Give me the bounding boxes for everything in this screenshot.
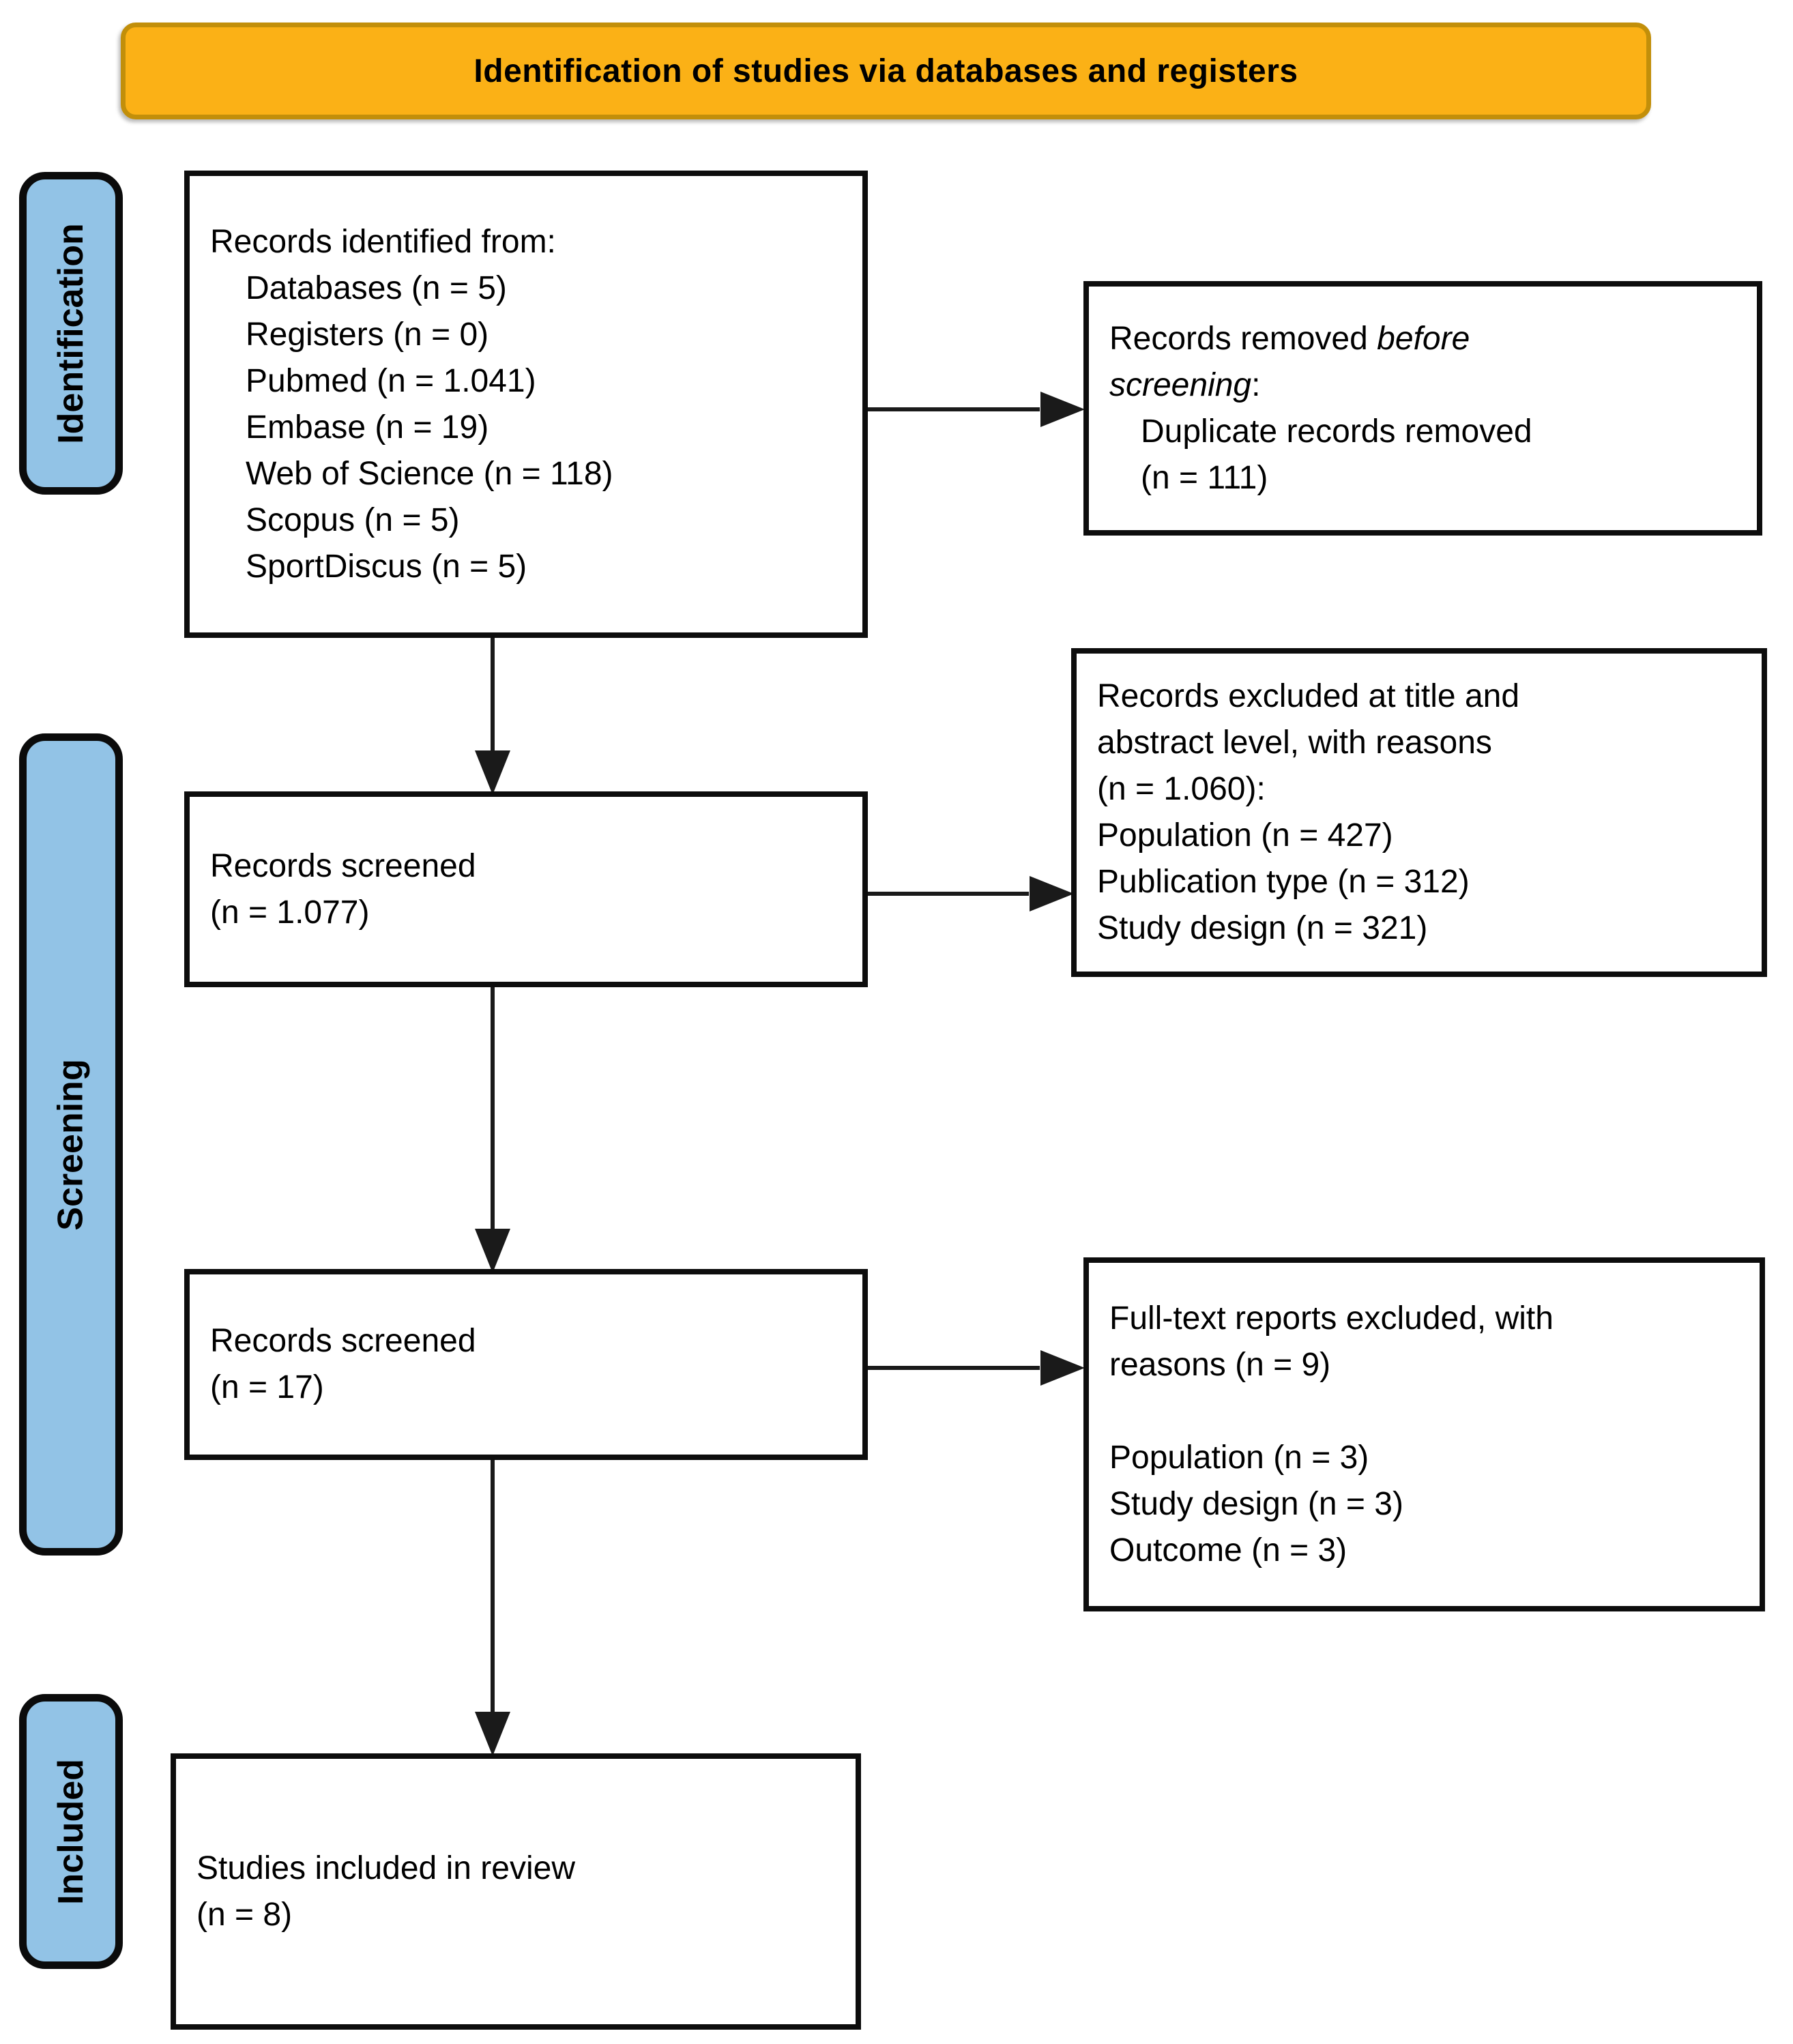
records-screened-2-line: Records screened xyxy=(210,1323,476,1359)
node-fulltext-excluded: Full-text reports excluded, with reasons… xyxy=(1083,1257,1765,1611)
arrow-screened-to-excluded xyxy=(868,876,1074,911)
arrow-identified-to-removed xyxy=(868,392,1085,427)
fulltext-excluded-reason: Population (n = 3) xyxy=(1109,1439,1369,1476)
fulltext-excluded-reason: Outcome (n = 3) xyxy=(1109,1532,1347,1568)
records-screened-2-count: (n = 17) xyxy=(210,1369,324,1405)
stage-label-screening: Screening xyxy=(19,733,123,1556)
fulltext-excluded-count: reasons (n = 9) xyxy=(1109,1346,1331,1383)
records-identified-item: Embase (n = 19) xyxy=(246,409,489,446)
records-removed-italic: before xyxy=(1377,320,1470,357)
records-identified-title: Records identified from: xyxy=(210,223,556,260)
header-banner: Identification of studies via databases … xyxy=(121,23,1651,119)
records-identified-item: Registers (n = 0) xyxy=(246,316,489,353)
arrow-screened-to-fulltext xyxy=(475,987,510,1273)
records-excluded-line: abstract level, with reasons xyxy=(1097,725,1492,761)
stage-label-identification-text: Identification xyxy=(51,222,91,444)
records-excluded-reason: Publication type (n = 312) xyxy=(1097,864,1470,900)
node-records-screened-1: Records screened (n = 1.077) xyxy=(184,791,868,987)
node-records-excluded: Records excluded at title and abstract l… xyxy=(1071,648,1767,977)
records-removed-item: Duplicate records removed xyxy=(1141,413,1532,450)
arrow-fulltext-to-included xyxy=(475,1460,510,1756)
arrow-identified-to-screened xyxy=(475,638,510,795)
stage-label-included: Included xyxy=(19,1694,123,1969)
records-identified-item: Scopus (n = 5) xyxy=(246,501,460,538)
records-screened-1-count: (n = 1.077) xyxy=(210,894,370,931)
records-removed-suffix: : xyxy=(1251,366,1261,403)
node-records-identified: Records identified from: Databases (n = … xyxy=(184,171,868,638)
header-title: Identification of studies via databases … xyxy=(473,53,1298,89)
records-identified-item: Databases (n = 5) xyxy=(246,269,507,306)
records-removed-line1: Records removed before xyxy=(1109,316,1743,362)
records-removed-normal: Records removed xyxy=(1109,320,1377,357)
records-excluded-line: Records excluded at title and xyxy=(1097,678,1520,714)
records-identified-item: SportDiscus (n = 5) xyxy=(246,548,527,585)
fulltext-excluded-spacer xyxy=(1109,1388,1746,1435)
arrow-fulltext-to-excluded xyxy=(868,1350,1085,1386)
node-records-screened-2: Records screened (n = 17) xyxy=(184,1269,868,1460)
stage-label-identification: Identification xyxy=(19,172,123,495)
node-records-removed: Records removed before screening: Duplic… xyxy=(1083,281,1762,536)
fulltext-excluded-reason: Study design (n = 3) xyxy=(1109,1485,1403,1522)
records-identified-item: Web of Science (n = 118) xyxy=(246,455,613,492)
stage-label-screening-text: Screening xyxy=(51,1058,91,1231)
node-studies-included: Studies included in review (n = 8) xyxy=(171,1753,861,2030)
studies-included-line: Studies included in review xyxy=(196,1850,575,1886)
records-excluded-reason: Population (n = 427) xyxy=(1097,817,1393,853)
records-screened-1-line: Records screened xyxy=(210,847,476,884)
records-removed-italic: screening xyxy=(1109,366,1252,403)
fulltext-excluded-line: Full-text reports excluded, with xyxy=(1109,1300,1554,1337)
stage-label-included-text: Included xyxy=(51,1758,91,1905)
records-removed-line2: screening: xyxy=(1109,362,1743,409)
records-removed-item: (n = 111) xyxy=(1141,459,1268,496)
records-excluded-reason: Study design (n = 321) xyxy=(1097,910,1428,946)
records-identified-item: Pubmed (n = 1.041) xyxy=(246,362,536,399)
studies-included-count: (n = 8) xyxy=(196,1896,293,1933)
records-excluded-count: (n = 1.060): xyxy=(1097,771,1266,807)
